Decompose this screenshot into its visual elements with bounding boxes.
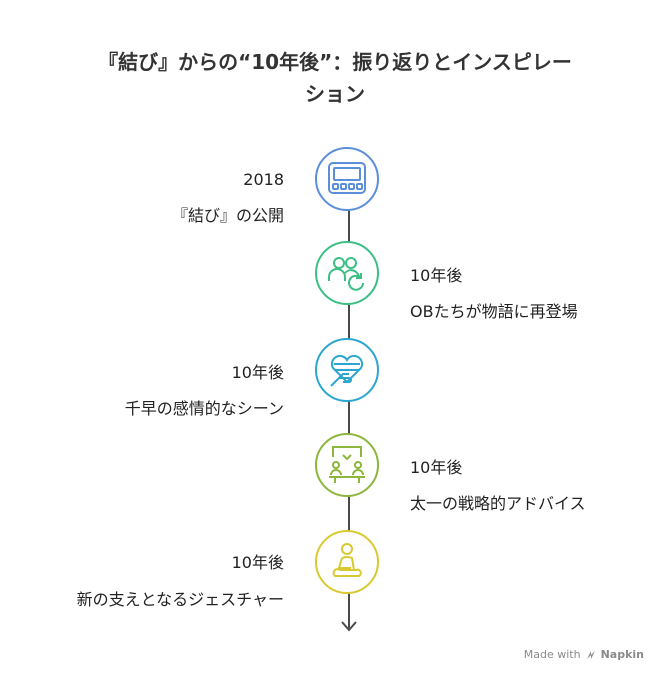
timeline-node-arata <box>315 530 379 594</box>
page-title: 『結び』からの“10年後”：振り返りとインスピレー ション <box>30 46 640 110</box>
film-icon <box>328 162 366 194</box>
event-text: 『結び』の公開 <box>171 206 284 225</box>
sitting-person-icon <box>332 543 362 577</box>
napkin-brand: Napkin <box>600 648 644 661</box>
event-text: 太一の戦略的アドバイス <box>410 494 586 513</box>
napkin-watermark: Made with Napkin <box>524 648 644 661</box>
title-line-2: ション <box>305 82 365 106</box>
event-text: 新の支えとなるジェスチャー <box>76 590 284 609</box>
timeline-node-chihaya <box>315 338 379 402</box>
title-line-1: 『結び』からの“10年後”：振り返りとインスピレー <box>98 50 572 74</box>
timeline-arrow-icon <box>341 621 357 632</box>
event-heading: 10年後 <box>231 553 284 572</box>
event-text: 千早の感情的なシーン <box>124 399 284 418</box>
people-return-icon <box>328 257 364 291</box>
heart-hand-icon <box>330 354 364 387</box>
timeline-node-2018 <box>315 147 379 211</box>
event-heading: 10年後 <box>231 363 284 382</box>
timeline-line <box>348 210 350 628</box>
napkin-logo-icon <box>586 650 595 659</box>
event-heading: 2018 <box>243 170 284 189</box>
timeline-node-taichi <box>315 433 379 497</box>
event-heading: 10年後 <box>410 266 463 285</box>
event-text: OBたちが物語に再登場 <box>410 302 578 321</box>
meeting-icon <box>329 446 365 483</box>
made-with-text: Made with <box>523 648 581 661</box>
event-heading: 10年後 <box>410 458 463 477</box>
timeline-node-ob-return <box>315 241 379 305</box>
